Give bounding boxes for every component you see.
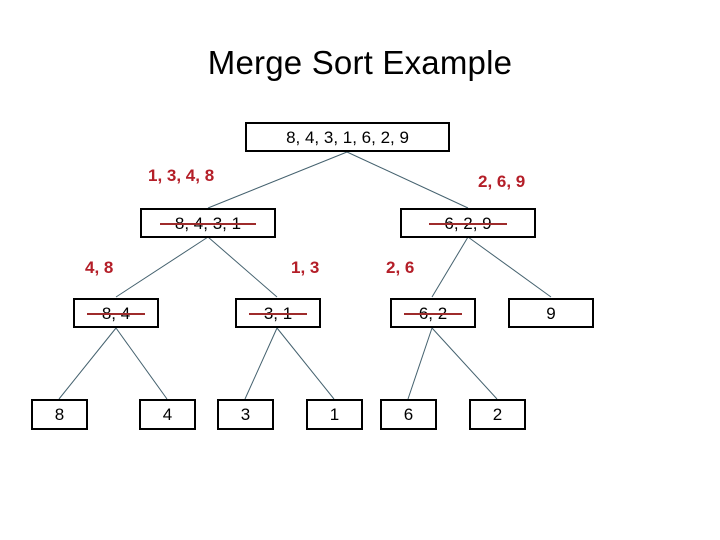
tree-node-label: 4 bbox=[162, 405, 173, 424]
annotation-merged-1-3-4-8: 1, 3, 4, 8 bbox=[148, 166, 215, 185]
tree-node-label: 8, 4, 3, 1, 6, 2, 9 bbox=[286, 127, 409, 147]
tree-node-l2c[interactable]: 6, 2 bbox=[390, 298, 476, 328]
tree-node-l1a[interactable]: 8, 4, 3, 1 bbox=[140, 208, 276, 238]
tree-leaf-1[interactable]: 1 bbox=[306, 399, 363, 430]
tree-node-l1b[interactable]: 6, 2, 9 bbox=[400, 208, 536, 238]
edge-l2b-to-l3c bbox=[244, 327, 278, 400]
tree-node-label: 6 bbox=[403, 405, 414, 424]
tree-leaf-8[interactable]: 8 bbox=[31, 399, 88, 430]
annotation-merged-1-3: 1, 3 bbox=[291, 258, 320, 277]
annotation-merged-2-6-9: 2, 6, 9 bbox=[478, 172, 526, 191]
edge-l1a-to-l2b bbox=[207, 236, 278, 298]
edge-l1b-to-l2d bbox=[467, 236, 552, 298]
tree-node-label: 8, 4, 3, 1 bbox=[159, 213, 257, 233]
edge-l1a-to-l2a bbox=[115, 236, 209, 298]
tree-node-l2a[interactable]: 8, 4 bbox=[73, 298, 159, 328]
tree-node-label: 8 bbox=[54, 405, 65, 424]
tree-node-label: 9 bbox=[546, 303, 556, 323]
edge-root-to-l1a bbox=[207, 151, 348, 209]
tree-node-label: 3 bbox=[240, 405, 251, 424]
annotation-merged-2-6: 2, 6 bbox=[386, 258, 415, 277]
edge-l2c-to-l3e bbox=[407, 327, 433, 400]
tree-leaf-4[interactable]: 4 bbox=[139, 399, 196, 430]
tree-leaf-6[interactable]: 6 bbox=[380, 399, 437, 430]
tree-node-label: 3, 1 bbox=[248, 303, 308, 323]
tree-node-label: 8, 4 bbox=[86, 303, 146, 323]
tree-node-label: 6, 2 bbox=[403, 303, 463, 323]
tree-node-l2d[interactable]: 9 bbox=[508, 298, 594, 328]
edge-l2c-to-l3f bbox=[431, 327, 498, 400]
tree-node-l2b[interactable]: 3, 1 bbox=[235, 298, 321, 328]
tree-node-root[interactable]: 8, 4, 3, 1, 6, 2, 9 bbox=[245, 122, 450, 152]
tree-node-label: 1 bbox=[329, 405, 340, 424]
annotation-merged-4-8: 4, 8 bbox=[85, 258, 114, 277]
tree-leaf-2[interactable]: 2 bbox=[469, 399, 526, 430]
edge-l2b-to-l3d bbox=[276, 327, 335, 400]
tree-node-label: 2 bbox=[492, 405, 503, 424]
edge-l1b-to-l2c bbox=[431, 236, 469, 298]
tree-node-label: 6, 2, 9 bbox=[429, 213, 507, 233]
edge-l2a-to-l3a bbox=[58, 327, 117, 400]
page-title: Merge Sort Example bbox=[207, 44, 513, 81]
tree-leaf-3[interactable]: 3 bbox=[217, 399, 274, 430]
edge-root-to-l1b bbox=[346, 151, 469, 209]
edge-l2a-to-l3b bbox=[115, 327, 168, 400]
